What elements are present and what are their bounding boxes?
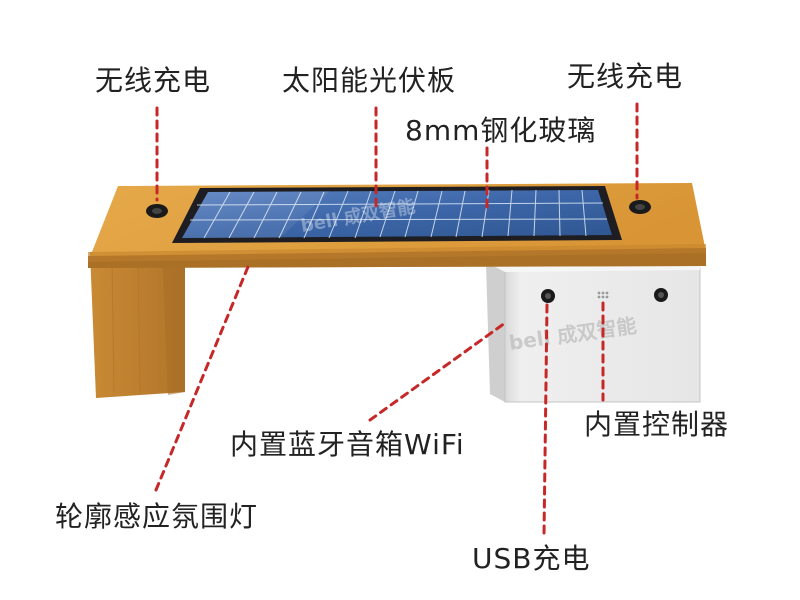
controller-cabinet: bell 成双智能	[486, 262, 701, 403]
label-wireless-charging-left: 无线充电	[95, 64, 212, 97]
solar-panel: bell 成双智能	[172, 186, 622, 243]
leader-light	[154, 260, 252, 492]
wireless-charger-left	[146, 204, 168, 218]
indicator-dots	[597, 291, 609, 299]
leader-usb	[542, 303, 549, 537]
wireless-charger-right	[629, 200, 651, 214]
label-speaker-wifi: 内置蓝牙音箱WiFi	[230, 428, 465, 461]
label-controller: 内置控制器	[584, 408, 730, 441]
label-tempered-glass: 8mm钢化玻璃	[405, 114, 597, 147]
leader-speaker	[368, 321, 507, 422]
leader-lines	[154, 102, 639, 537]
label-solar-panel: 太阳能光伏板	[282, 64, 457, 97]
label-wireless-charging-right: 无线充电	[567, 60, 684, 93]
label-ambient-light: 轮廓感应氛围灯	[55, 500, 259, 533]
solar-panel-grid	[189, 189, 608, 239]
label-usb-charging: USB充电	[472, 542, 591, 575]
bench-left-leg	[90, 250, 185, 398]
